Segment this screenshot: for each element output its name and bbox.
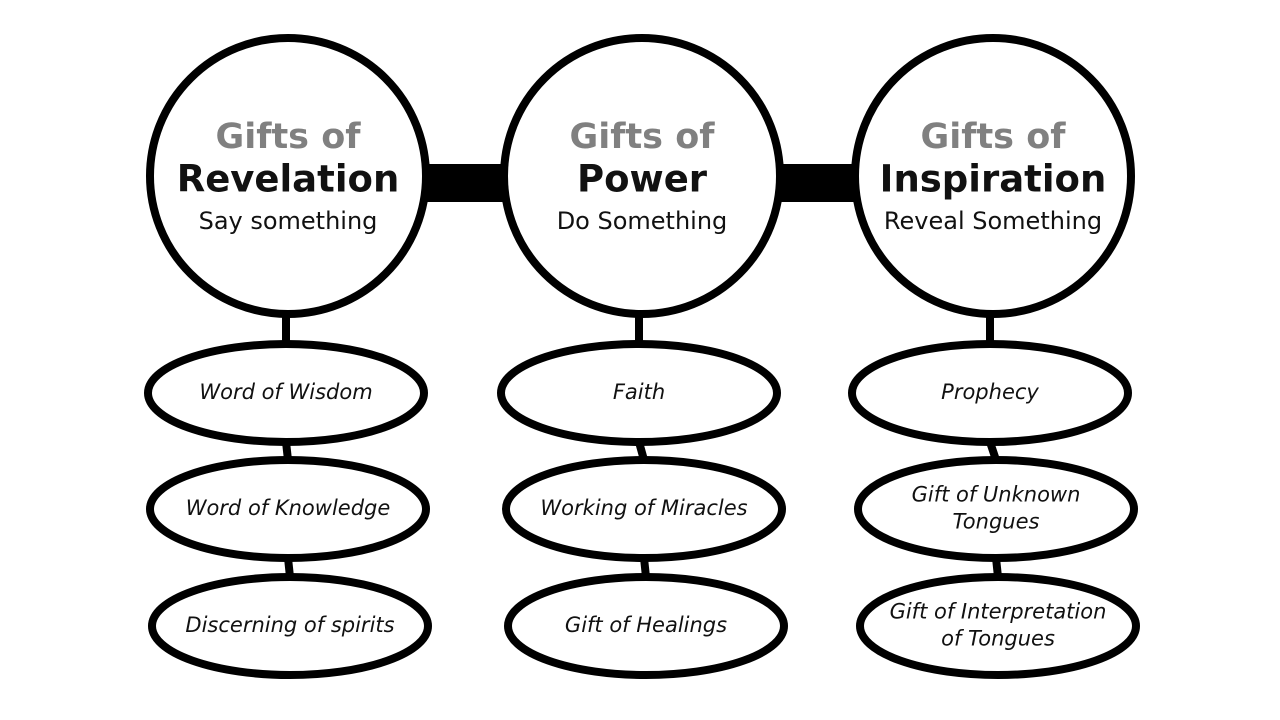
gift-label: Gift of Unknown [912, 483, 1081, 507]
category-title: Power [577, 158, 708, 201]
gift-label: Prophecy [941, 380, 1039, 404]
gift-label: Tongues [953, 510, 1040, 534]
category-title-prefix: Gifts of [570, 117, 716, 157]
gift-label: Faith [613, 380, 665, 404]
connector-bar-1 [420, 164, 510, 202]
gift-ellipse [848, 340, 1132, 446]
gift-label: of Tongues [941, 627, 1055, 651]
category-subtitle: Say something [199, 207, 378, 235]
gift-ellipse [502, 456, 786, 562]
gift-ellipse [504, 573, 788, 679]
gift-ellipse [148, 573, 432, 679]
category-title: Inspiration [880, 158, 1107, 201]
gift-label: Working of Miracles [540, 496, 747, 520]
category-circle [146, 34, 430, 318]
category-circle [851, 34, 1135, 318]
gift-ellipse [497, 340, 781, 446]
gift-label: Gift of Interpretation [890, 600, 1107, 624]
category-subtitle: Reveal Something [884, 207, 1102, 235]
gift-label: Gift of Healings [565, 613, 727, 637]
gift-ellipse [146, 456, 430, 562]
gift-label: Discerning of spirits [185, 613, 394, 637]
category-title: Revelation [177, 158, 400, 201]
gift-label: Word of Knowledge [186, 496, 391, 520]
gift-ellipse [854, 456, 1138, 562]
category-circle [500, 34, 784, 318]
category-subtitle: Do Something [557, 207, 728, 235]
connector-bar-2 [774, 164, 861, 202]
gift-ellipse [856, 573, 1140, 679]
gift-label: Word of Wisdom [199, 380, 372, 404]
category-title-prefix: Gifts of [921, 117, 1067, 157]
category-title-prefix: Gifts of [216, 117, 362, 157]
gift-ellipse [144, 340, 428, 446]
